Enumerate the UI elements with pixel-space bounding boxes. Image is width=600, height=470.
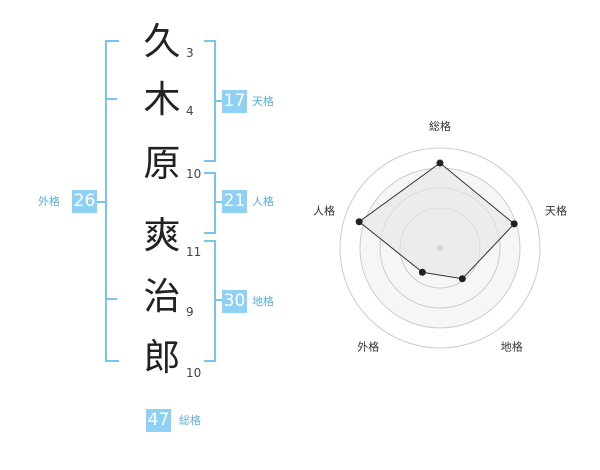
radar-axis-label-1: 総格 bbox=[429, 119, 451, 133]
chikaku-score: 30 bbox=[222, 290, 247, 313]
jinkaku-label: 人格 bbox=[252, 195, 274, 208]
jinkaku-tick bbox=[214, 201, 222, 203]
soukaku-label: 総格 bbox=[179, 414, 201, 427]
name-char-5: 治 bbox=[143, 275, 181, 318]
radar-axis-label-3: 地格 bbox=[501, 340, 523, 354]
chikaku-bracket bbox=[204, 240, 216, 362]
gaikaku-mid-tick-1 bbox=[105, 98, 117, 100]
chikaku-tick bbox=[214, 299, 222, 301]
radar-point-2 bbox=[510, 220, 518, 228]
radar-point-4 bbox=[418, 268, 426, 276]
radar-polygon bbox=[358, 162, 515, 280]
tenkaku-label: 天格 bbox=[252, 95, 274, 108]
radar-points bbox=[355, 159, 518, 283]
name-char-6: 郎 bbox=[143, 336, 181, 379]
gaikaku-mid-tick-2 bbox=[105, 298, 117, 300]
tenkaku-tick bbox=[214, 100, 222, 102]
stroke-count-2: 4 bbox=[186, 104, 194, 118]
radar-point-1 bbox=[436, 159, 444, 167]
tenkaku-score: 17 bbox=[222, 90, 247, 113]
radar-axis-label-2: 天格 bbox=[545, 203, 567, 217]
stroke-count-4: 11 bbox=[186, 245, 202, 259]
chikaku-label: 地格 bbox=[252, 295, 274, 308]
stroke-count-3: 10 bbox=[186, 167, 202, 181]
jinkaku-score: 21 bbox=[222, 190, 247, 213]
radar-axis-label-4: 外格 bbox=[357, 340, 379, 354]
radar-point-5 bbox=[355, 218, 363, 226]
name-char-2: 木 bbox=[143, 78, 181, 121]
name-char-4: 爽 bbox=[143, 214, 181, 257]
name-char-1: 久 bbox=[143, 20, 181, 63]
stroke-count-6: 10 bbox=[186, 366, 202, 380]
stroke-count-5: 9 bbox=[186, 305, 194, 319]
gaikaku-tick bbox=[95, 201, 107, 203]
gaikaku-score: 26 bbox=[72, 190, 97, 213]
stroke-count-1: 3 bbox=[186, 46, 194, 60]
radar-point-3 bbox=[458, 275, 466, 283]
radar-axis-label-5: 人格 bbox=[313, 203, 335, 217]
name-char-3: 原 bbox=[143, 142, 181, 185]
soukaku-score: 47 bbox=[146, 409, 171, 432]
gaikaku-label: 外格 bbox=[38, 195, 60, 208]
jinkaku-bracket bbox=[204, 172, 216, 234]
